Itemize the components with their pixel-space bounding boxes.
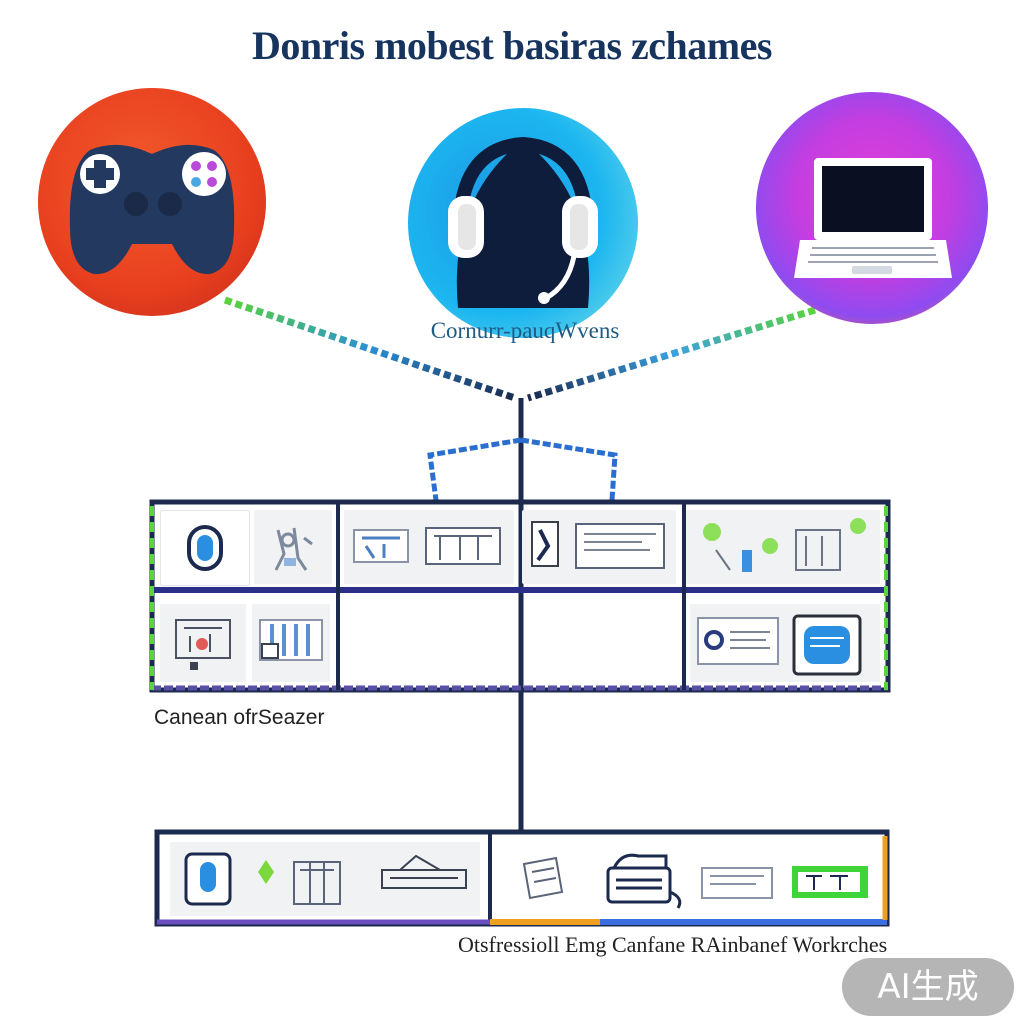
panel-tile	[252, 604, 330, 682]
sketch-icon	[531, 521, 665, 569]
sketch-icon	[353, 527, 501, 565]
gamepad-icon	[69, 144, 235, 275]
panel-tile	[522, 510, 676, 584]
diagram-title: Donris mobest basiras zchames	[252, 23, 772, 68]
headset-icon	[448, 136, 598, 308]
upper-panel	[156, 506, 884, 688]
toggle-icon	[187, 525, 223, 571]
laptop-node	[756, 92, 988, 324]
panel-tile	[344, 510, 514, 584]
ai-generated-badge: AI生成	[842, 958, 1014, 1016]
panel-tile	[496, 842, 880, 916]
panel-tile	[170, 842, 480, 916]
panel-tile	[686, 510, 880, 584]
panel-tile	[160, 510, 250, 586]
sketch-icon	[697, 614, 862, 676]
sketch-icon	[274, 527, 313, 571]
panel-tile	[254, 510, 332, 584]
lower-panel-caption: Otsfressioll Emg Canfane RAinbanef Workr…	[458, 932, 888, 957]
sketch-icon	[184, 852, 467, 906]
laptop-icon	[794, 158, 952, 278]
hub-label: Cornurr-pauqWvens	[430, 318, 620, 343]
sketch-icon	[703, 518, 866, 572]
upper-panel-caption: Canean ofrSeazer	[154, 706, 325, 729]
sketch-icon	[259, 619, 323, 661]
wire-right	[526, 306, 817, 402]
sketch-icon	[175, 619, 231, 670]
split-bracket	[427, 437, 618, 501]
sketch-icon	[522, 853, 868, 909]
headset-node	[408, 108, 638, 338]
wire-left	[223, 296, 517, 402]
panel-tile	[690, 604, 880, 682]
gamepad-node	[38, 88, 266, 316]
panel-tile	[160, 604, 246, 682]
lower-panel	[162, 836, 882, 920]
